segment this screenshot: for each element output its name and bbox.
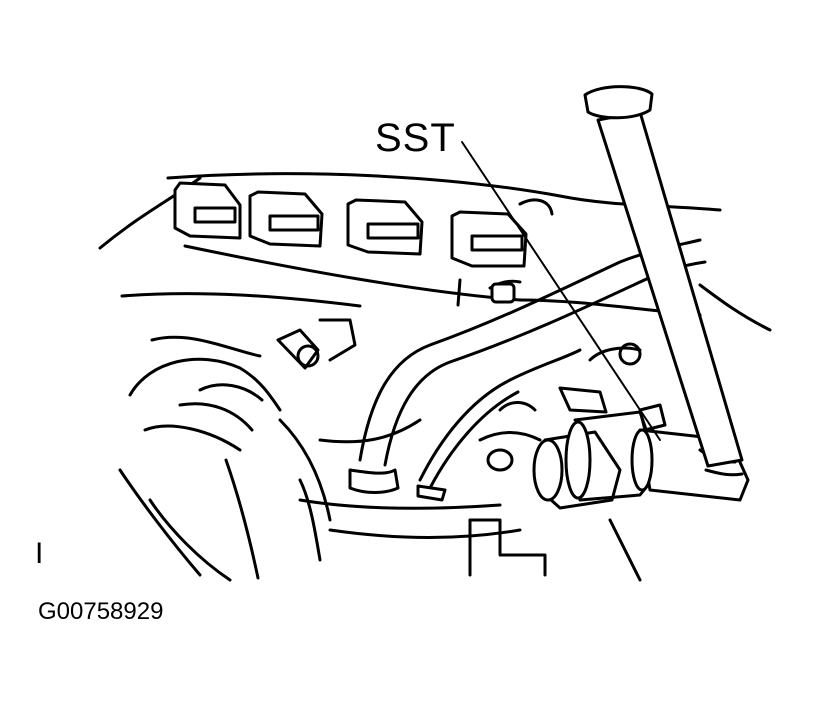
wrench-handle xyxy=(583,85,744,468)
corner-marker: I xyxy=(35,537,44,570)
sst-label: SST xyxy=(375,116,456,160)
figure-code: G00758929 xyxy=(38,598,164,625)
intake-manifold xyxy=(118,318,357,582)
ignition-coils xyxy=(173,181,554,268)
engine-block xyxy=(298,342,667,582)
sst-leader-line xyxy=(461,141,661,441)
